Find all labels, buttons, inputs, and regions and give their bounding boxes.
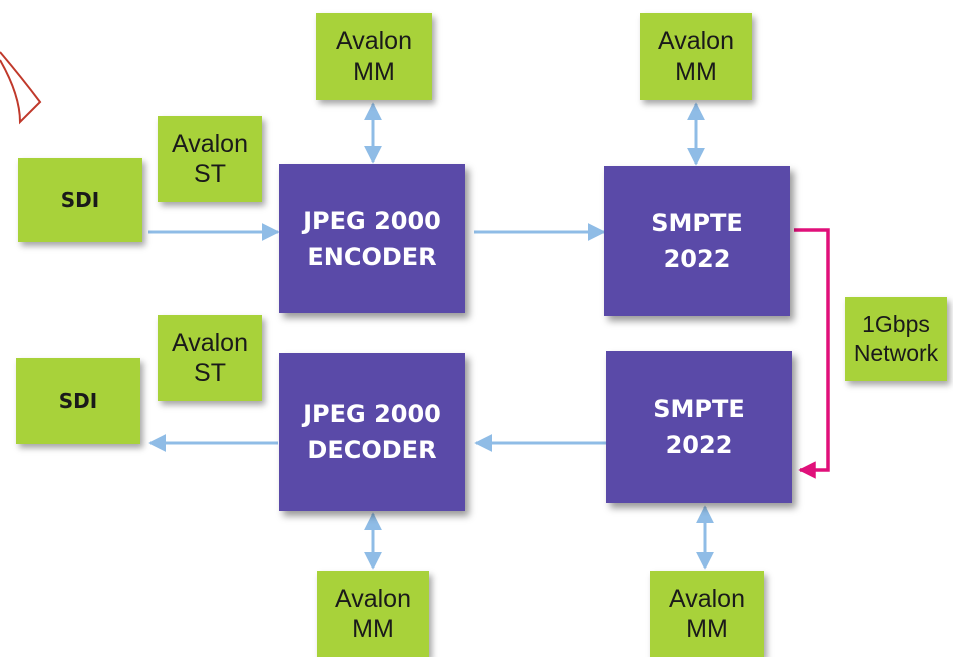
sdi-input-box: SDI <box>18 158 142 242</box>
avalon-mm-smpte-top-box: Avalon MM <box>640 13 752 100</box>
avalon-mm-encoder-box: Avalon MM <box>316 13 432 100</box>
jpeg2000-encoder-block: JPEG 2000 ENCODER <box>279 164 465 313</box>
network-link <box>794 228 830 479</box>
avalon-mm-decoder-box: Avalon MM <box>317 571 429 657</box>
jpeg2000-decoder-block: JPEG 2000 DECODER <box>279 353 465 511</box>
decorative-corner-shape <box>0 51 42 125</box>
network-label-box: 1Gbps Network <box>845 297 947 381</box>
smpte2022-tx-block: SMPTE 2022 <box>604 166 790 316</box>
smpte2022-rx-block: SMPTE 2022 <box>606 351 792 503</box>
avalon-st-bottom-box: Avalon ST <box>158 315 262 401</box>
avalon-st-top-box: Avalon ST <box>158 116 262 202</box>
avalon-mm-smpte-bottom-box: Avalon MM <box>650 571 764 657</box>
sdi-output-box: SDI <box>16 358 140 444</box>
